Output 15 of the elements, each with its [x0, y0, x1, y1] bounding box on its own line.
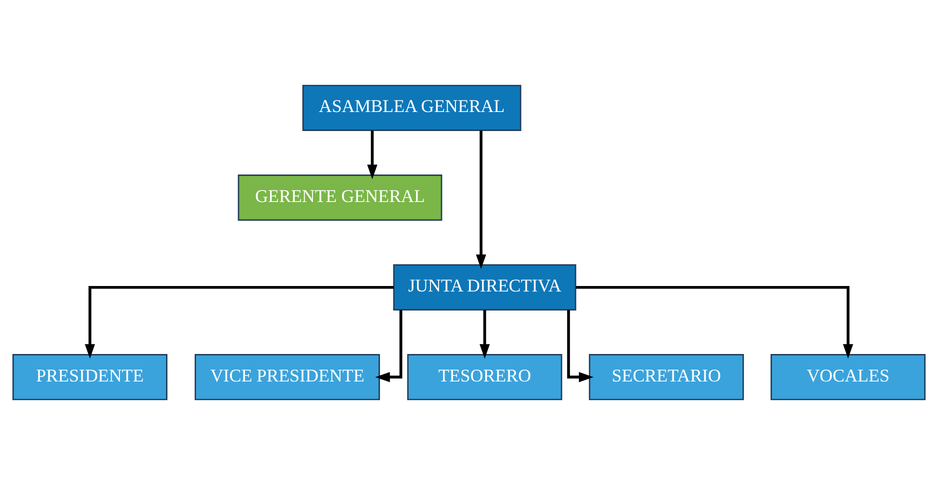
arrow — [375, 310, 402, 382]
node-box: SECRETARIO — [588, 354, 744, 400]
node-box: GERENTE GENERAL — [238, 174, 442, 221]
arrow — [480, 310, 490, 359]
node-box: PRESIDENTE — [12, 354, 168, 400]
node-box: VICE PRESIDENTE — [194, 354, 380, 400]
node-box: ASAMBLEA GENERAL — [302, 84, 522, 132]
arrow — [576, 286, 854, 359]
arrow — [476, 130, 486, 270]
node-box: VOCALES — [770, 354, 926, 400]
node-box: TESORERO — [407, 354, 562, 400]
node-box: JUNTA DIRECTIVA — [393, 264, 576, 310]
arrow — [367, 130, 378, 180]
arrow — [567, 310, 594, 382]
arrow — [84, 286, 394, 359]
